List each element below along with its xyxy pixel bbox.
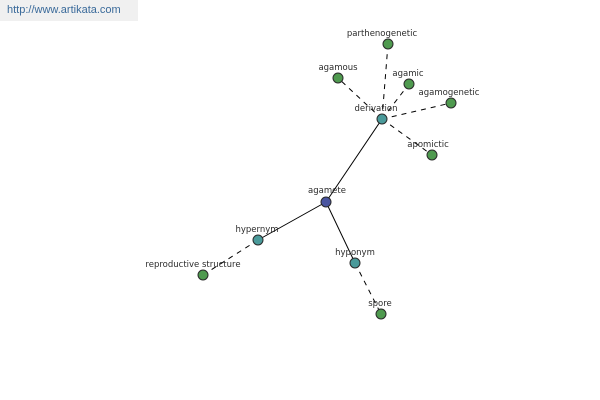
relation-node-derivation[interactable] bbox=[376, 113, 388, 125]
edge-derivation-apomictic bbox=[381, 118, 433, 156]
leaf-node-reproductive-structure[interactable] bbox=[197, 269, 209, 281]
leaf-node-parthenogenetic[interactable] bbox=[382, 38, 394, 50]
relation-node-hypernym[interactable] bbox=[252, 234, 264, 246]
leaf-node-agamous[interactable] bbox=[332, 72, 344, 84]
edge-derivation-agamic bbox=[381, 83, 410, 120]
root-node-agamete[interactable] bbox=[320, 196, 332, 208]
leaf-label-reproductive-structure[interactable]: reproductive structure bbox=[145, 260, 240, 270]
site-link[interactable]: http://www.artikata.com bbox=[0, 0, 138, 21]
relation-label-hypernym[interactable]: hypernym bbox=[235, 225, 278, 235]
leaf-label-agamous[interactable]: agamous bbox=[318, 63, 358, 73]
leaf-label-apomictic[interactable]: apomictic bbox=[407, 140, 449, 150]
edge-derivation-parthenogenetic bbox=[381, 43, 389, 120]
edge-derivation-agamogenetic bbox=[381, 102, 452, 120]
edge-agamete-hypernym bbox=[257, 201, 327, 241]
leaf-label-parthenogenetic[interactable]: parthenogenetic bbox=[347, 29, 418, 39]
relation-node-hyponym[interactable] bbox=[349, 257, 361, 269]
leaf-label-spore[interactable]: spore bbox=[368, 299, 392, 309]
relation-label-hyponym[interactable]: hyponym bbox=[335, 248, 375, 258]
leaf-label-agamogenetic[interactable]: agamogenetic bbox=[419, 88, 480, 98]
edge-agamete-derivation bbox=[325, 118, 383, 203]
relation-label-derivation[interactable]: derivation bbox=[354, 104, 397, 114]
leaf-label-agamic[interactable]: agamic bbox=[392, 69, 423, 79]
leaf-node-agamogenetic[interactable] bbox=[445, 97, 457, 109]
leaf-node-agamic[interactable] bbox=[403, 78, 415, 90]
leaf-node-apomictic[interactable] bbox=[426, 149, 438, 161]
leaf-node-spore[interactable] bbox=[375, 308, 387, 320]
edge-agamete-hyponym bbox=[325, 201, 356, 264]
edge-derivation-agamous bbox=[337, 77, 383, 120]
root-label-agamete[interactable]: agamete bbox=[308, 186, 346, 196]
edge-hypernym-reproductive-structure bbox=[202, 239, 259, 276]
